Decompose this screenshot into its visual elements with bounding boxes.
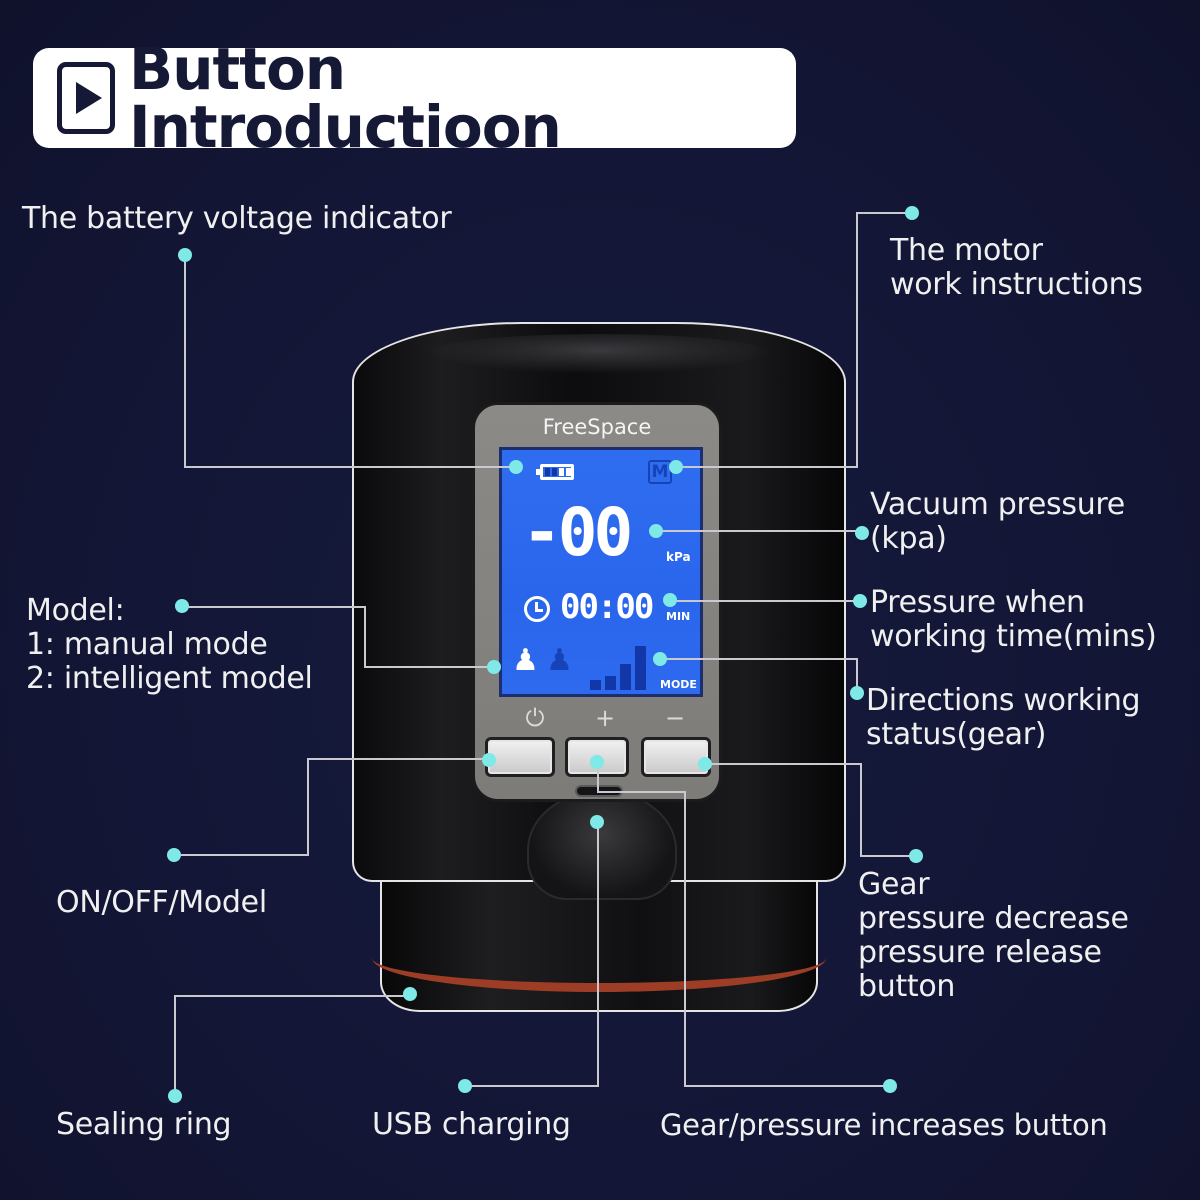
battery-dot (178, 248, 192, 262)
increase-dot (883, 1079, 897, 1093)
label-usb: USB charging (372, 1107, 571, 1142)
power-button[interactable] (485, 737, 555, 777)
mode-label: MODE (660, 678, 697, 691)
increase-target-dot (590, 755, 604, 769)
key-symbols: ⏻ + − (505, 705, 705, 731)
gear-level-bars (590, 646, 660, 690)
decrease-target-dot (698, 757, 712, 771)
time-unit: MIN (666, 610, 691, 623)
minus-icon: − (664, 704, 686, 732)
gear-status-dot (850, 686, 864, 700)
label-increase: Gear/pressure increases button (660, 1108, 1108, 1142)
brand-logo: FreeSpace (542, 415, 652, 439)
decrease-dot (909, 849, 923, 863)
sealing-dot (168, 1089, 182, 1103)
time-readout: 00:00 (560, 587, 654, 627)
page-title: Button Introductioon (129, 35, 562, 161)
usb-dot (458, 1079, 472, 1093)
pressure-readout: -00 (522, 494, 633, 571)
label-vacuum: Vacuum pressure (kpa) (870, 487, 1125, 556)
motor-target-dot (669, 460, 683, 474)
pressure-unit: kPa (666, 550, 691, 564)
onoff-dot (167, 848, 181, 862)
vacuum-pump-device: FreeSpace M -00 kPa 00:00 MIN ♟ ♟ MODE (352, 322, 846, 1082)
battery-icon (536, 464, 574, 480)
label-onoff: ON/OFF/Model (56, 885, 267, 920)
vacuum-dot (855, 526, 869, 540)
label-gear-status: Directions working status(gear) (866, 683, 1141, 752)
plus-icon: + (594, 704, 616, 732)
label-decrease: Gear pressure decrease pressure release … (858, 867, 1129, 1004)
label-time: Pressure when working time(mins) (870, 585, 1157, 654)
minus-button[interactable] (641, 737, 711, 777)
motor-indicator: M (648, 460, 672, 484)
time-dot (853, 594, 867, 608)
clock-icon (524, 596, 550, 622)
time-target-dot (663, 593, 677, 607)
usb-cradle (527, 790, 677, 900)
model-target-dot (487, 660, 501, 674)
sealing-target-dot (403, 987, 417, 1001)
motor-dot (905, 206, 919, 220)
play-icon (57, 62, 115, 134)
onoff-target-dot (482, 753, 496, 767)
model-dot (175, 599, 189, 613)
user-2-icon: ♟ (546, 643, 573, 678)
device-base (380, 882, 818, 1012)
user-1-icon: ♟ (512, 643, 539, 678)
sealing-ring (372, 952, 826, 992)
label-model: Model: 1: manual mode 2: intelligent mod… (26, 593, 313, 696)
usb-target-dot (590, 815, 604, 829)
gear-status-target-dot (653, 652, 667, 666)
title-banner: Button Introductioon (33, 40, 796, 156)
battery-target-dot (509, 460, 523, 474)
label-battery: The battery voltage indicator (22, 201, 452, 236)
label-motor: The motor work instructions (890, 233, 1143, 302)
vacuum-target-dot (649, 524, 663, 538)
power-icon: ⏻ (525, 704, 545, 732)
label-sealing: Sealing ring (56, 1107, 232, 1142)
